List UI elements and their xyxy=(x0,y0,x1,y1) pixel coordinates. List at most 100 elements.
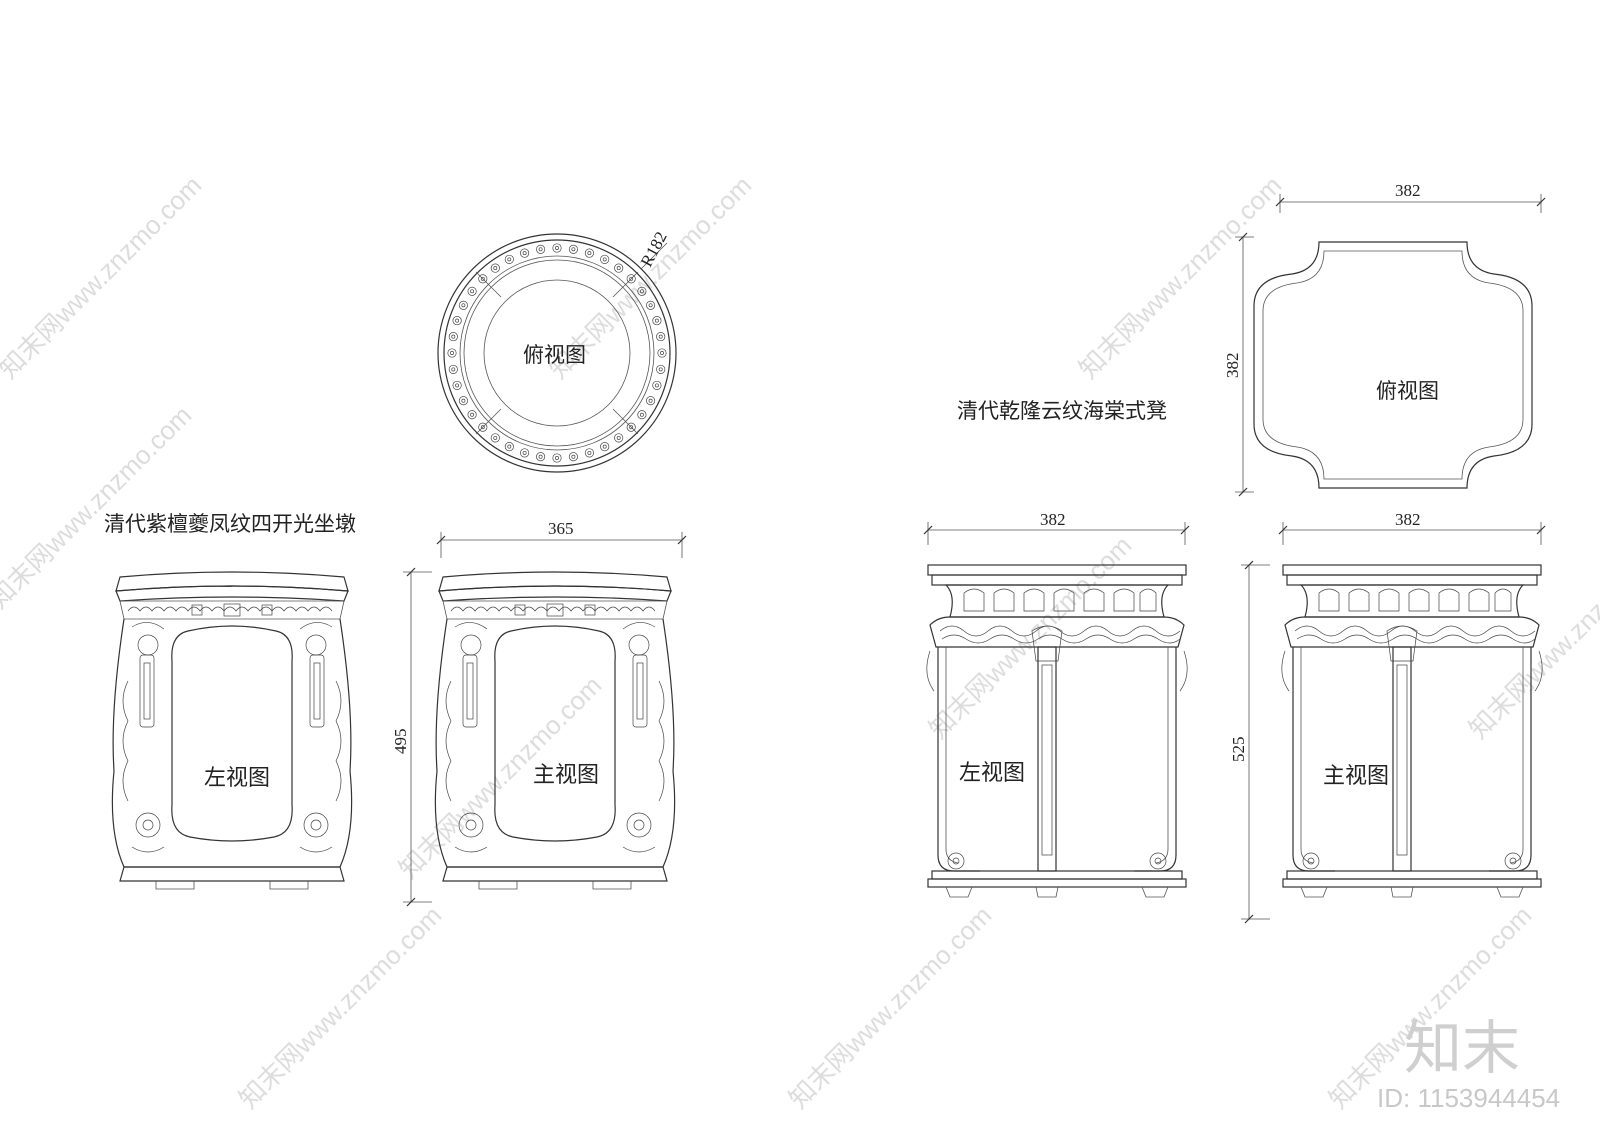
ring-ornament-dot xyxy=(455,383,460,388)
watermark-text: 知末网www.znzmo.com xyxy=(0,170,207,384)
ring-ornament xyxy=(520,248,530,258)
height-dimension-525: 525 xyxy=(1229,560,1270,924)
top-width-dimension-value: 382 xyxy=(1395,181,1421,200)
ring-ornament-dot xyxy=(571,454,576,459)
ring-ornament-dot xyxy=(507,257,512,262)
ring-ornament xyxy=(452,316,462,326)
ring-ornament xyxy=(657,348,667,358)
ring-ornament-dot xyxy=(648,398,653,403)
right-left-view-stool: 左视图 xyxy=(926,564,1188,898)
ring-ornament xyxy=(656,364,666,374)
watermark-text: 知末网www.znzmo.com xyxy=(783,900,997,1114)
width-dimension-365: 365 xyxy=(436,519,687,558)
watermark-text: 知末网www.znzmo.com xyxy=(0,400,197,614)
image-id-text: ID: 1153944454 xyxy=(1377,1083,1560,1113)
ring-ornament-dot xyxy=(451,334,456,339)
ring-ornament-dot xyxy=(507,444,512,449)
ring-ornament xyxy=(467,286,477,296)
ring-ornament-dot xyxy=(538,247,543,252)
right-piece-title: 清代乾隆云纹海棠式凳 xyxy=(957,399,1167,423)
left-view-stool: 左视图 xyxy=(111,571,353,890)
ring-ornament-dot xyxy=(654,383,659,388)
ring-ornament xyxy=(568,244,578,254)
right-top-view: 俯视图 382 382 xyxy=(1223,181,1546,497)
ring-ornament xyxy=(600,442,610,452)
left-view-width-value: 382 xyxy=(1040,510,1066,529)
ring-ornament xyxy=(652,380,662,390)
ring-ornament xyxy=(536,452,546,462)
ring-ornament-dot xyxy=(493,266,498,271)
ring-ornament-dot xyxy=(629,276,634,281)
watermark-layer: 知末网www.znzmo.com 知末网www.znzmo.com 知末网www… xyxy=(0,170,1600,1114)
ring-ornament-dot xyxy=(571,247,576,252)
ring-ornament-dot xyxy=(522,251,527,256)
ring-ornament-dot xyxy=(648,303,653,308)
ring-ornament xyxy=(637,286,647,296)
ring-ornament xyxy=(448,364,458,374)
ring-ornament-dot xyxy=(461,398,466,403)
ring-ornament xyxy=(504,442,514,452)
ring-ornament-dot xyxy=(522,450,527,455)
ring-ornament xyxy=(552,453,562,463)
ring-ornament xyxy=(646,396,656,406)
right-front-view-stool: 主视图 xyxy=(1281,564,1543,898)
ring-ornament-dot xyxy=(616,266,621,271)
ring-ornament xyxy=(552,243,562,253)
ring-ornament-dot xyxy=(602,257,607,262)
ring-ornament xyxy=(614,263,624,273)
brand-watermark: 知末 ID: 1153944454 xyxy=(1377,1014,1560,1113)
ring-ornament xyxy=(652,316,662,326)
width-dimension-value: 365 xyxy=(548,519,574,538)
ring-ornament-dot xyxy=(654,318,659,323)
left-top-view-label: 俯视图 xyxy=(523,343,586,367)
left-piece: 俯视图 R182 清代紫檀夔凤纹四开光坐墩 365 495 xyxy=(104,228,687,907)
ring-ornament xyxy=(614,433,624,443)
left-view-width-dimension: 382 xyxy=(923,510,1190,545)
ring-ornament xyxy=(478,274,488,284)
ring-ornament xyxy=(520,448,530,458)
front-view-label: 主视图 xyxy=(533,763,599,788)
ring-ornament xyxy=(656,332,666,342)
brand-logo-text: 知末 xyxy=(1404,1014,1520,1082)
ring-ornament xyxy=(646,300,656,310)
ring-ornament xyxy=(490,263,500,273)
ring-ornament xyxy=(458,300,468,310)
ring-ornament xyxy=(626,422,636,432)
ring-ornament-dot xyxy=(461,303,466,308)
right-piece: 清代乾隆云纹海棠式凳 俯视图 382 382 xyxy=(923,181,1546,924)
ring-ornament xyxy=(478,422,488,432)
ring-ornament-dot xyxy=(658,334,663,339)
front-view-width-dimension: 382 xyxy=(1278,510,1546,545)
ring-ornament xyxy=(490,433,500,443)
ring-ornament-dot xyxy=(660,351,664,355)
ring-ornament-dot xyxy=(587,450,592,455)
ring-ornament-dot xyxy=(538,454,543,459)
ring-ornament xyxy=(637,410,647,420)
ring-ornament-dot xyxy=(616,435,621,440)
ring-ornament-dot xyxy=(455,318,460,323)
ring-ornament xyxy=(600,254,610,264)
ring-ornament-dot xyxy=(493,435,498,440)
left-top-view: 俯视图 R182 xyxy=(437,228,677,473)
ring-ornament-dot xyxy=(470,289,475,294)
ring-ornament-dot xyxy=(480,425,485,430)
right-top-view-label: 俯视图 xyxy=(1376,379,1439,403)
ring-ornament xyxy=(447,348,457,358)
ring-ornament-dot xyxy=(555,456,559,460)
ornament-band xyxy=(447,243,667,463)
front-view-stool: 主视图 xyxy=(434,571,676,890)
ring-ornament xyxy=(467,410,477,420)
ring-ornament-dot xyxy=(658,367,663,372)
right-left-view-label: 左视图 xyxy=(959,761,1025,786)
ring-ornament xyxy=(452,380,462,390)
right-front-view-label: 主视图 xyxy=(1323,764,1389,789)
ring-ornament xyxy=(626,274,636,284)
ring-ornament xyxy=(504,254,514,264)
ring-ornament-dot xyxy=(602,444,607,449)
left-piece-title: 清代紫檀夔凤纹四开光坐墩 xyxy=(104,512,356,536)
ring-ornament-dot xyxy=(451,367,456,372)
ring-ornament xyxy=(448,332,458,342)
left-view-label: 左视图 xyxy=(204,766,270,791)
ring-ornament-dot xyxy=(470,412,475,417)
